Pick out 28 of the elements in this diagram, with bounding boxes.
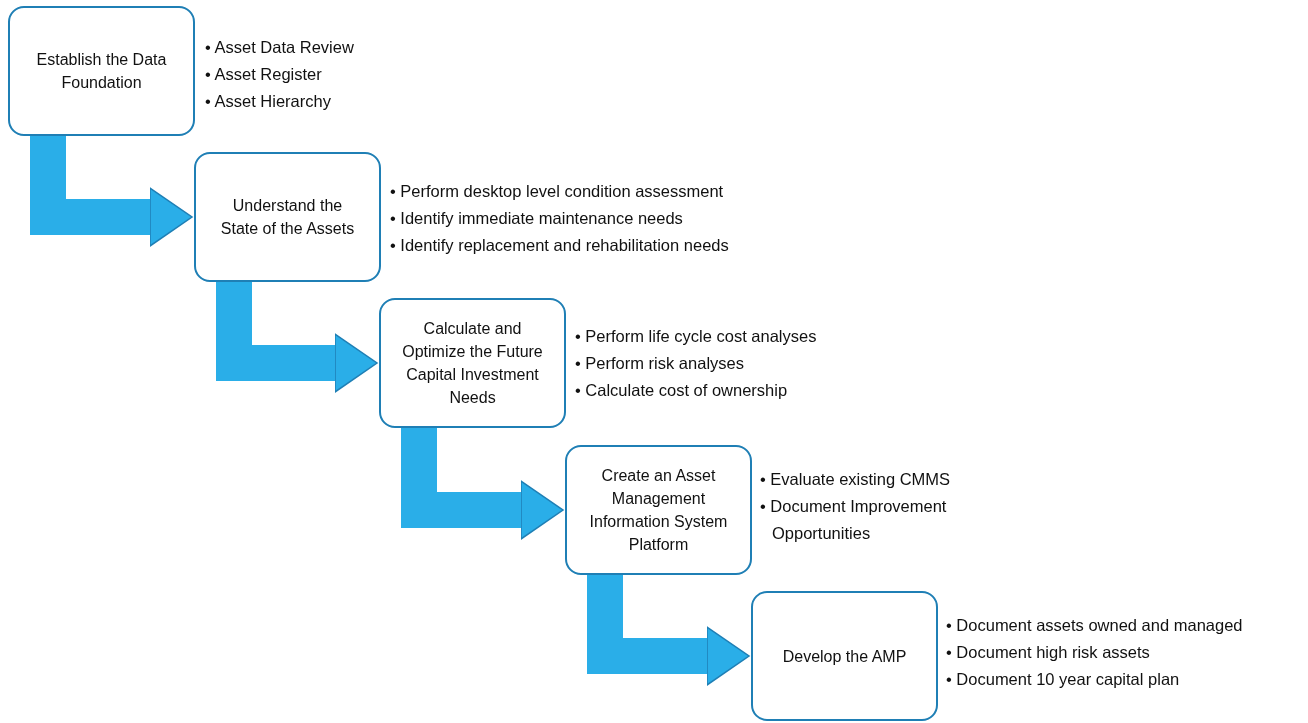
- step-title: Calculate and Optimize the Future Capital Investment Needs: [401, 319, 544, 408]
- process-box: [565, 445, 752, 575]
- bullet-item: • Identify replacement and rehabilitation needs: [390, 235, 730, 256]
- bullet-item: • Perform life cycle cost analyses: [575, 326, 818, 347]
- bullet-item: • Evaluate existing CMMS: [760, 469, 952, 490]
- bullet-item: • Document high risk assets: [946, 642, 1151, 663]
- process-box: [751, 591, 938, 721]
- bullet-item: • Asset Data Review: [205, 37, 355, 58]
- bullet-item: • Identify immediate maintenance needs: [390, 208, 684, 229]
- step-title: Understand the State of the Assets: [219, 196, 356, 239]
- process-box: [194, 152, 381, 282]
- bullet-item: • Document assets owned and managed: [946, 615, 1244, 636]
- step-title: Establish the Data Foundation: [35, 50, 168, 93]
- bent-arrow: [30, 136, 193, 247]
- bullet-item: • Asset Register: [205, 64, 323, 85]
- bullet-item: • Document Improvement Opportunities: [760, 496, 948, 544]
- step-title: Create an Asset Management Information System Platform: [588, 466, 729, 555]
- bent-arrow: [216, 282, 378, 393]
- bullet-item: • Perform desktop level condition assessment: [390, 181, 725, 202]
- bullet-item: • Perform risk analyses: [575, 353, 745, 374]
- bullet-item: • Document 10 year capital plan: [946, 669, 1181, 690]
- bullet-item: • Asset Hierarchy: [205, 91, 332, 112]
- bent-arrow: [401, 428, 564, 540]
- step-title: Develop the AMP: [781, 646, 908, 667]
- process-box: [8, 6, 195, 136]
- bullet-item: • Calculate cost of ownership: [575, 380, 789, 401]
- process-box: [379, 298, 566, 428]
- bent-arrow: [587, 575, 750, 686]
